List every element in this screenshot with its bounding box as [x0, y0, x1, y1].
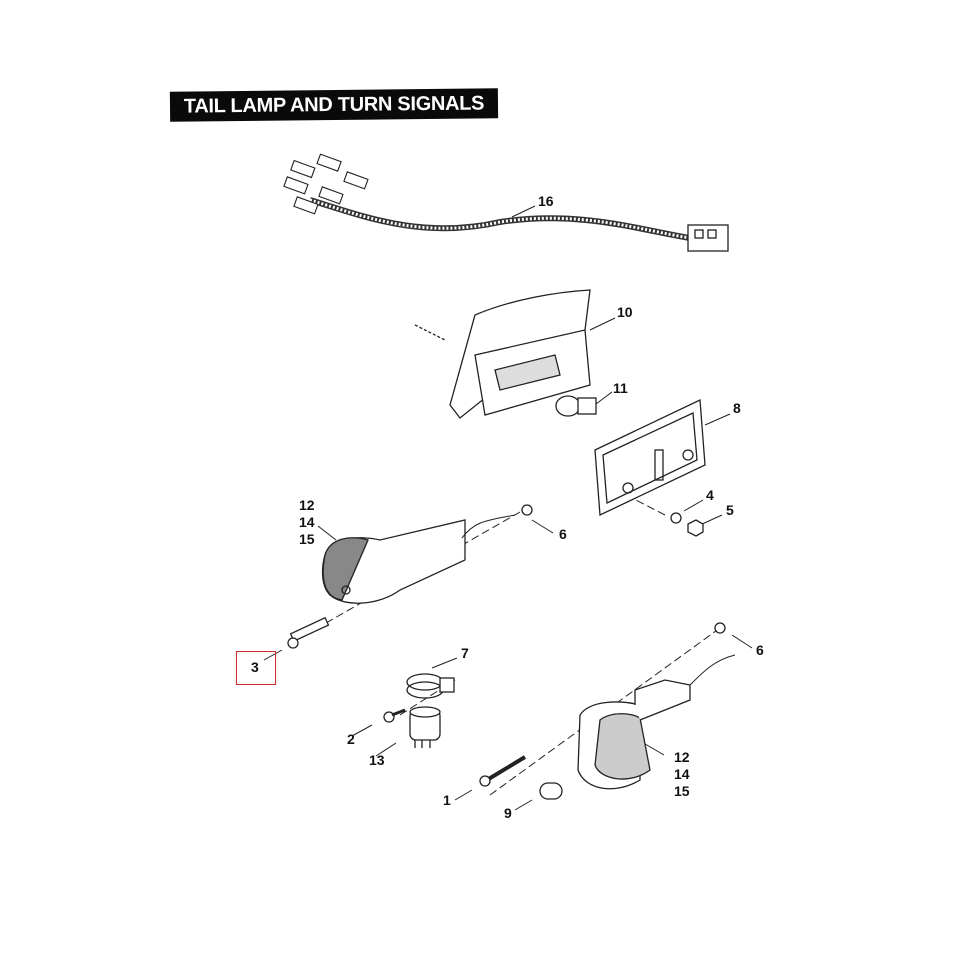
callout-14b[interactable]: 14 [674, 766, 690, 782]
leader-lines [263, 205, 753, 811]
wiring-harness-16 [283, 153, 729, 252]
callout-6[interactable]: 6 [559, 526, 567, 542]
callout-3[interactable]: 3 [251, 659, 259, 675]
callout-9[interactable]: 9 [504, 805, 512, 821]
callout-15[interactable]: 15 [299, 531, 315, 547]
callout-12b[interactable]: 12 [674, 749, 690, 765]
highlight-box [236, 651, 276, 685]
callout-7[interactable]: 7 [461, 645, 469, 661]
bolt-3 [287, 616, 330, 649]
nut-5 [687, 519, 704, 537]
tail-bulb-11 [555, 395, 597, 417]
callout-5[interactable]: 5 [726, 502, 734, 518]
left-turn-signal [321, 514, 516, 604]
flasher-13 [409, 706, 441, 748]
tail-lamp-housing-10 [414, 289, 591, 419]
bolt-1 [479, 755, 527, 787]
washer-4 [670, 512, 682, 524]
callout-14[interactable]: 14 [299, 514, 315, 530]
nut-6b [714, 622, 726, 634]
callout-4[interactable]: 4 [706, 487, 714, 503]
right-turn-signal [577, 654, 736, 790]
callout-11[interactable]: 11 [613, 380, 628, 396]
callout-2[interactable]: 2 [347, 731, 355, 747]
callout-8[interactable]: 8 [733, 400, 741, 416]
callout-1[interactable]: 1 [443, 792, 451, 808]
callout-12[interactable]: 12 [299, 497, 315, 513]
callout-15b[interactable]: 15 [674, 783, 690, 799]
nut-6 [521, 504, 533, 516]
callout-16[interactable]: 16 [538, 193, 554, 209]
callout-6b[interactable]: 6 [756, 642, 764, 658]
license-bracket-8 [594, 399, 706, 516]
screw-2 [383, 708, 406, 723]
signal-bulb-9 [539, 782, 563, 800]
clamp-7 [406, 673, 455, 699]
callout-10[interactable]: 10 [617, 304, 633, 320]
callout-13[interactable]: 13 [369, 752, 385, 768]
